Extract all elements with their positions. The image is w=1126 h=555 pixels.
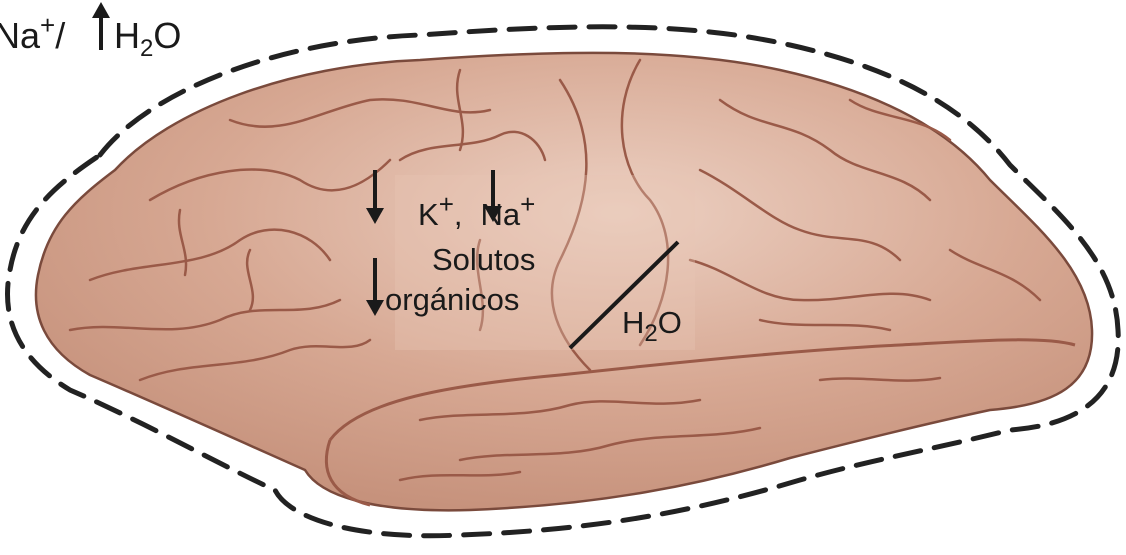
na-text: Na bbox=[0, 15, 41, 56]
svg-text:H2O: H2O bbox=[114, 15, 181, 62]
up-arrow-icon bbox=[92, 2, 110, 50]
slash-text: / bbox=[55, 15, 65, 56]
organic-label: orgánicos bbox=[385, 282, 519, 317]
svg-text:Na+/: Na+/ bbox=[0, 10, 65, 56]
h2o-h: H bbox=[114, 15, 140, 56]
solutes-label: Solutos bbox=[432, 242, 535, 277]
top-left-label: Na+/ H2O bbox=[0, 2, 181, 62]
h2o-sub: 2 bbox=[140, 35, 153, 62]
h2o-o: O bbox=[153, 15, 181, 56]
na-charge: + bbox=[40, 10, 55, 40]
